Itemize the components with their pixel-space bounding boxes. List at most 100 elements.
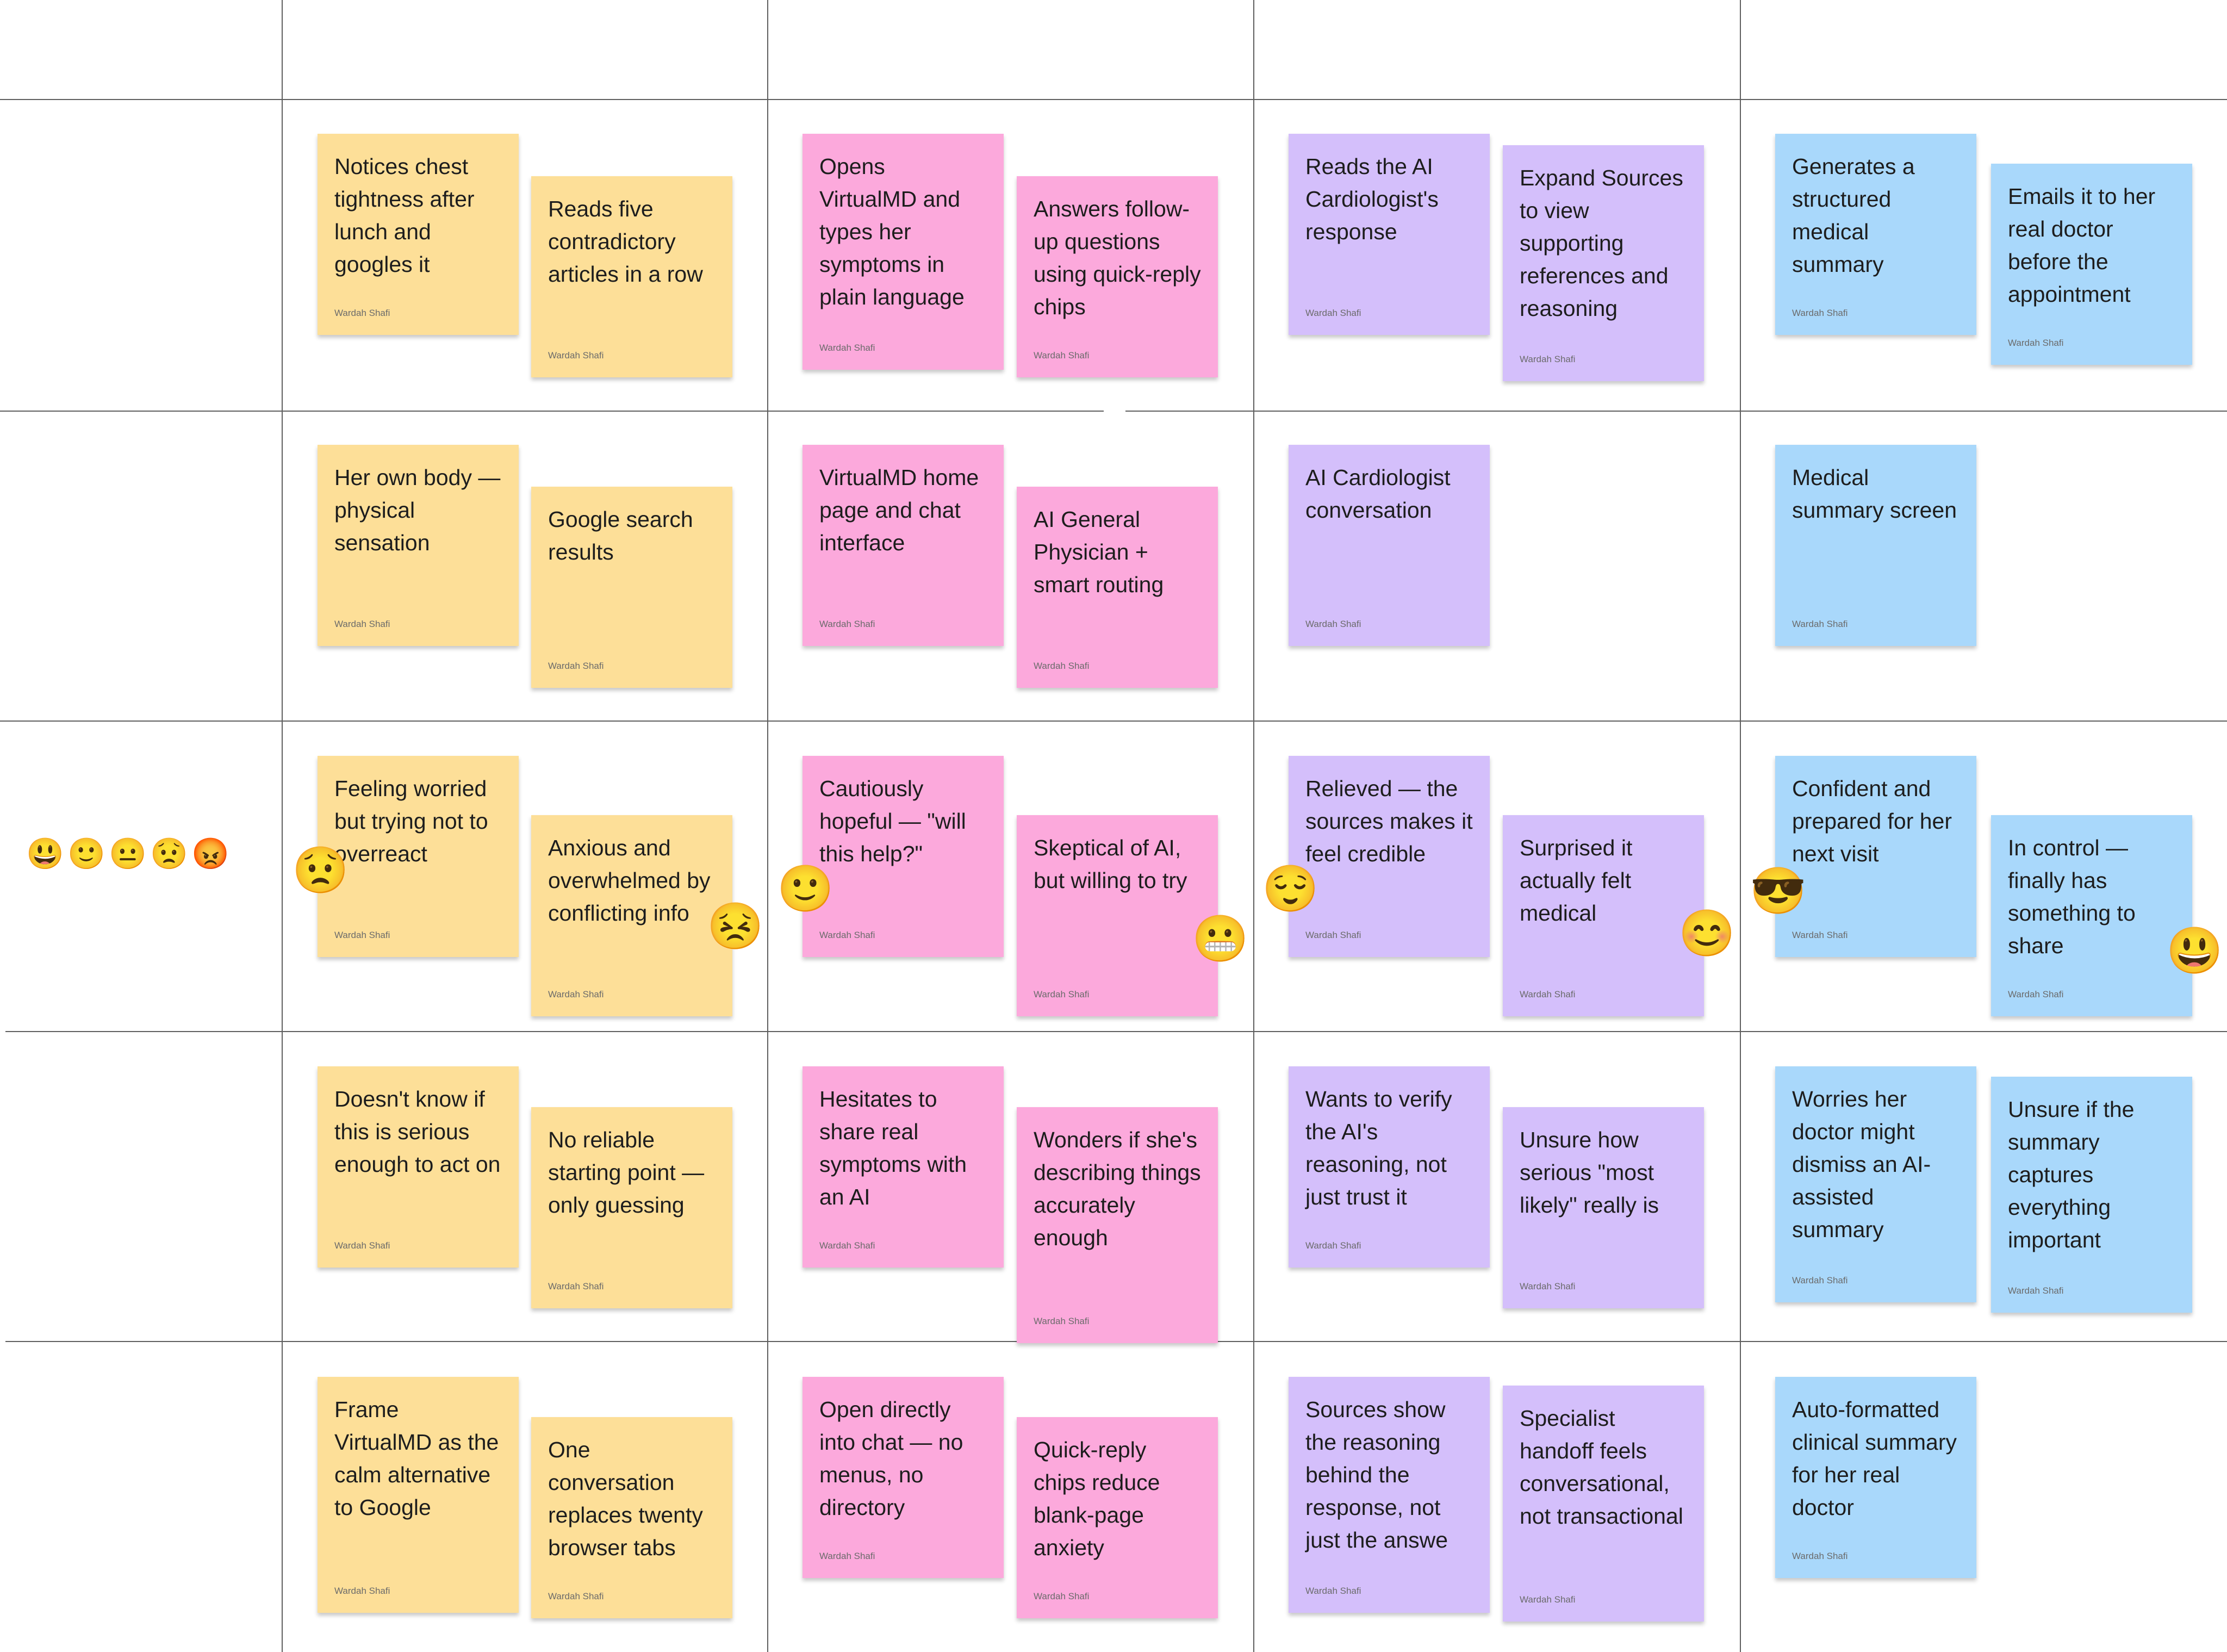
sticky-note[interactable]: Reads five contradictory articles in a r… <box>531 176 732 377</box>
persevering-face-icon[interactable]: 😣 <box>707 900 764 952</box>
sticky-note[interactable]: Frame VirtualMD as the calm alternative … <box>318 1377 519 1613</box>
sticky-note-text: Quick-reply chips reduce blank-page anxi… <box>1034 1437 1160 1560</box>
sticky-note[interactable]: Wants to verify the AI's reasoning, not … <box>1289 1066 1490 1268</box>
sticky-note-author: Wardah Shafi <box>548 350 604 361</box>
neutral-face-icon: 😐 <box>109 836 147 871</box>
grid-line-col-1 <box>282 0 283 1652</box>
phase-header-notice-symptoms: Notice symptoms & seek answers <box>321 36 729 66</box>
sticky-note-author: Wardah Shafi <box>2008 1285 2064 1296</box>
sticky-note-author: Wardah Shafi <box>548 1281 604 1291</box>
sticky-note-text: Wants to verify the AI's reasoning, not … <box>1305 1086 1452 1209</box>
sticky-note-author: Wardah Shafi <box>1520 1594 1576 1605</box>
grimacing-face-icon[interactable]: 😬 <box>1192 913 1249 964</box>
sticky-note-text: Auto-formatted clinical summary for her … <box>1792 1397 1957 1520</box>
sticky-note-text: Hesitates to share real symptoms with an… <box>819 1086 967 1209</box>
sticky-note[interactable]: Sources show the reasoning behind the re… <box>1289 1377 1490 1613</box>
grid-line-col-4 <box>1740 0 1741 1652</box>
sticky-note[interactable]: Quick-reply chips reduce blank-page anxi… <box>1017 1417 1218 1618</box>
sticky-note-text: Notices chest tightness after lunch and … <box>334 154 475 277</box>
sticky-note-text: Expand Sources to view supporting refere… <box>1520 165 1683 321</box>
sticky-note[interactable]: Hesitates to share real symptoms with an… <box>803 1066 1004 1268</box>
sticky-note-author: Wardah Shafi <box>334 619 390 629</box>
sticky-note-text: Cautiously hopeful — "will this help?" <box>819 776 966 866</box>
sticky-note-text: Wonders if she's describing things accur… <box>1034 1127 1201 1250</box>
sticky-note[interactable]: Wonders if she's describing things accur… <box>1017 1107 1218 1343</box>
sticky-note[interactable]: No reliable starting point — only guessi… <box>531 1107 732 1308</box>
grid-line-col-2 <box>767 0 768 1652</box>
sticky-note-text: Frame VirtualMD as the calm alternative … <box>334 1397 499 1520</box>
sticky-note-author: Wardah Shafi <box>1305 308 1361 318</box>
sticky-note-author: Wardah Shafi <box>2008 338 2064 348</box>
sticky-note[interactable]: Unsure if the summary captures everythin… <box>1991 1077 2192 1313</box>
sticky-note-author: Wardah Shafi <box>2008 989 2064 999</box>
sticky-note-text: Answers follow-up questions using quick-… <box>1034 196 1201 319</box>
sticky-note-text: AI General Physician + smart routing <box>1034 507 1164 597</box>
sticky-note[interactable]: Open directly into chat — no menus, no d… <box>803 1377 1004 1578</box>
sticky-note[interactable]: Emails it to her real doctor before the … <box>1991 164 2192 365</box>
sticky-note[interactable]: Cautiously hopeful — "will this help?" Wa… <box>803 756 1004 957</box>
sticky-note-author: Wardah Shafi <box>1792 930 1848 940</box>
sticky-note-author: Wardah Shafi <box>819 930 875 940</box>
sticky-note[interactable]: Notices chest tightness after lunch and … <box>318 134 519 335</box>
sticky-note-author: Wardah Shafi <box>1520 354 1576 364</box>
grinning-face-icon: 😃 <box>26 836 64 871</box>
sticky-note-text: Unsure if the summary captures everythin… <box>2008 1097 2135 1252</box>
sticky-note-author: Wardah Shafi <box>1792 1551 1848 1561</box>
sticky-note-author: Wardah Shafi <box>819 1240 875 1251</box>
sticky-note-text: Open directly into chat — no menus, no d… <box>819 1397 963 1520</box>
phase-header-use-virtualmd: Use VirtualMD <box>923 36 1098 66</box>
sticky-note[interactable]: Confident and prepared for her next visi… <box>1775 756 1976 957</box>
grinning-face-icon[interactable]: 😃 <box>2166 925 2223 976</box>
angry-face-icon: 😡 <box>191 836 229 871</box>
sticky-note-author: Wardah Shafi <box>1305 1240 1361 1251</box>
worried-face-icon[interactable]: 😟 <box>292 844 349 896</box>
sticky-note-text: Reads the AI Cardiologist's response <box>1305 154 1439 244</box>
sticky-note-author: Wardah Shafi <box>548 989 604 999</box>
sticky-note-text: In control — finally has something to sh… <box>2008 835 2136 958</box>
relieved-face-icon[interactable]: 😌 <box>1262 863 1319 914</box>
phase-header-journey-steps: Journey steps <box>29 36 199 66</box>
row-label-pain-points: Pain points <box>27 1058 162 1088</box>
sticky-note-text: Reads five contradictory articles in a r… <box>548 196 703 287</box>
sunglasses-face-icon[interactable]: 😎 <box>1750 865 1807 916</box>
sticky-note[interactable]: Anxious and overwhelmed by conflicting i… <box>531 815 732 1016</box>
sticky-note[interactable]: Doesn't know if this is serious enough t… <box>318 1066 519 1268</box>
worried-face-icon: 😟 <box>150 836 188 871</box>
sticky-note-author: Wardah Shafi <box>334 1586 390 1596</box>
sticky-note[interactable]: In control — finally has something to sh… <box>1991 815 2192 1016</box>
sticky-note[interactable]: Feeling worried but trying not to overre… <box>318 756 519 957</box>
sticky-note[interactable]: Worries her doctor might dismiss an AI-a… <box>1775 1066 1976 1302</box>
smiling-face-icon[interactable]: 😊 <box>1678 908 1735 959</box>
sticky-note[interactable]: Unsure how serious "most likely" really … <box>1503 1107 1704 1308</box>
sticky-note-text: AI Cardiologist conversation <box>1305 465 1451 523</box>
sticky-note[interactable]: Expand Sources to view supporting refere… <box>1503 145 1704 381</box>
sticky-note[interactable]: Opens VirtualMD and types her symptoms i… <box>803 134 1004 370</box>
sticky-note-text: Google search results <box>548 507 693 564</box>
sticky-note[interactable]: Specialist handoff feels conversational,… <box>1503 1386 1704 1622</box>
grid-line-col-3 <box>1253 0 1254 1652</box>
sticky-note-author: Wardah Shafi <box>819 1551 875 1561</box>
sticky-note-author: Wardah Shafi <box>1305 619 1361 629</box>
slightly-smiling-face-icon[interactable]: 🙂 <box>777 863 834 914</box>
sticky-note[interactable]: Relieved — the sources makes it feel cre… <box>1289 756 1490 957</box>
sticky-note[interactable]: Answers follow-up questions using quick-… <box>1017 176 1218 377</box>
sticky-note-text: Unsure how serious "most likely" really … <box>1520 1127 1659 1218</box>
sticky-note-text: Emails it to her real doctor before the … <box>2008 184 2156 307</box>
sticky-note-text: Opens VirtualMD and types her symptoms i… <box>819 154 965 309</box>
sticky-note-text: Anxious and overwhelmed by conflicting i… <box>548 835 711 926</box>
sticky-note[interactable]: Auto-formatted clinical summary for her … <box>1775 1377 1976 1578</box>
sticky-note[interactable]: One conversation replaces twenty browser… <box>531 1417 732 1618</box>
sticky-note-author: Wardah Shafi <box>1792 1275 1848 1285</box>
sticky-note-text: No reliable starting point — only guessi… <box>548 1127 705 1218</box>
